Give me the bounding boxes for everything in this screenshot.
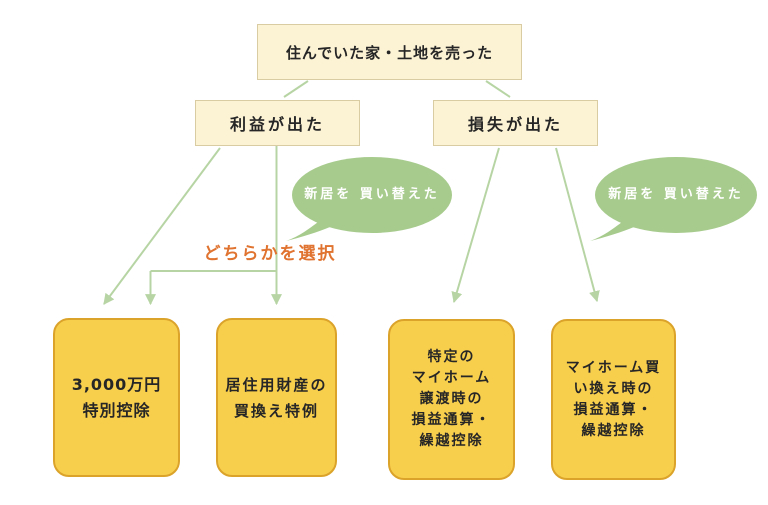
outcome-specified-transfer-loss: 特定の マイホーム 譲渡時の 損益通算・ 繰越控除: [388, 319, 515, 480]
profit-node: 利益が出た: [195, 100, 360, 146]
loss-node: 損失が出た: [433, 100, 598, 146]
arrow-loss-to-outcome3: [451, 147, 500, 304]
speech-bubble-right: 新居を 買い替えた: [601, 168, 751, 222]
outcome-replacement-loss: マイホーム買 い換え時の 損益通算・ 繰越控除: [551, 319, 676, 480]
choice-note: どちらかを選択: [203, 244, 337, 264]
profit-node-label: 利益が出た: [229, 115, 325, 134]
outcome-special-deduction-label: 3,000万円 特別控除: [71, 374, 162, 420]
loss-node-label: 損失が出た: [467, 115, 563, 134]
speech-bubble-left-label: 新居を 買い替えた: [304, 187, 440, 202]
arrow-loss-to-outcome4: [555, 147, 600, 303]
outcome-replacement-loss-label: マイホーム買 い換え時の 損益通算・ 繰越控除: [565, 359, 662, 439]
speech-bubble-left-tail: [286, 222, 330, 241]
speech-bubble-right-label: 新居を 買い替えた: [608, 187, 744, 202]
speech-bubble-left: 新居を 買い替えた: [297, 168, 447, 222]
outcome-specified-transfer-loss-label: 特定の マイホーム 譲渡時の 損益通算・ 繰越控除: [411, 349, 492, 449]
outcome-replacement-special: 居住用財産の 買換え特例: [216, 318, 337, 477]
outcome-replacement-special-label: 居住用財産の 買換え特例: [225, 375, 328, 420]
connector-root-to-loss: [485, 80, 511, 98]
speech-bubbles: [286, 157, 757, 241]
speech-bubble-left-shape: [292, 157, 452, 233]
speech-bubble-right-tail: [590, 222, 634, 241]
speech-bubble-right-shape: [595, 157, 757, 233]
outcome-special-deduction: 3,000万円 特別控除: [53, 318, 180, 477]
connector-root-to-profit: [283, 80, 309, 98]
arrow-profit-to-outcome1: [103, 147, 221, 305]
root-node-label: 住んでいた家・土地を売った: [285, 43, 494, 62]
root-node: 住んでいた家・土地を売った: [257, 24, 522, 80]
